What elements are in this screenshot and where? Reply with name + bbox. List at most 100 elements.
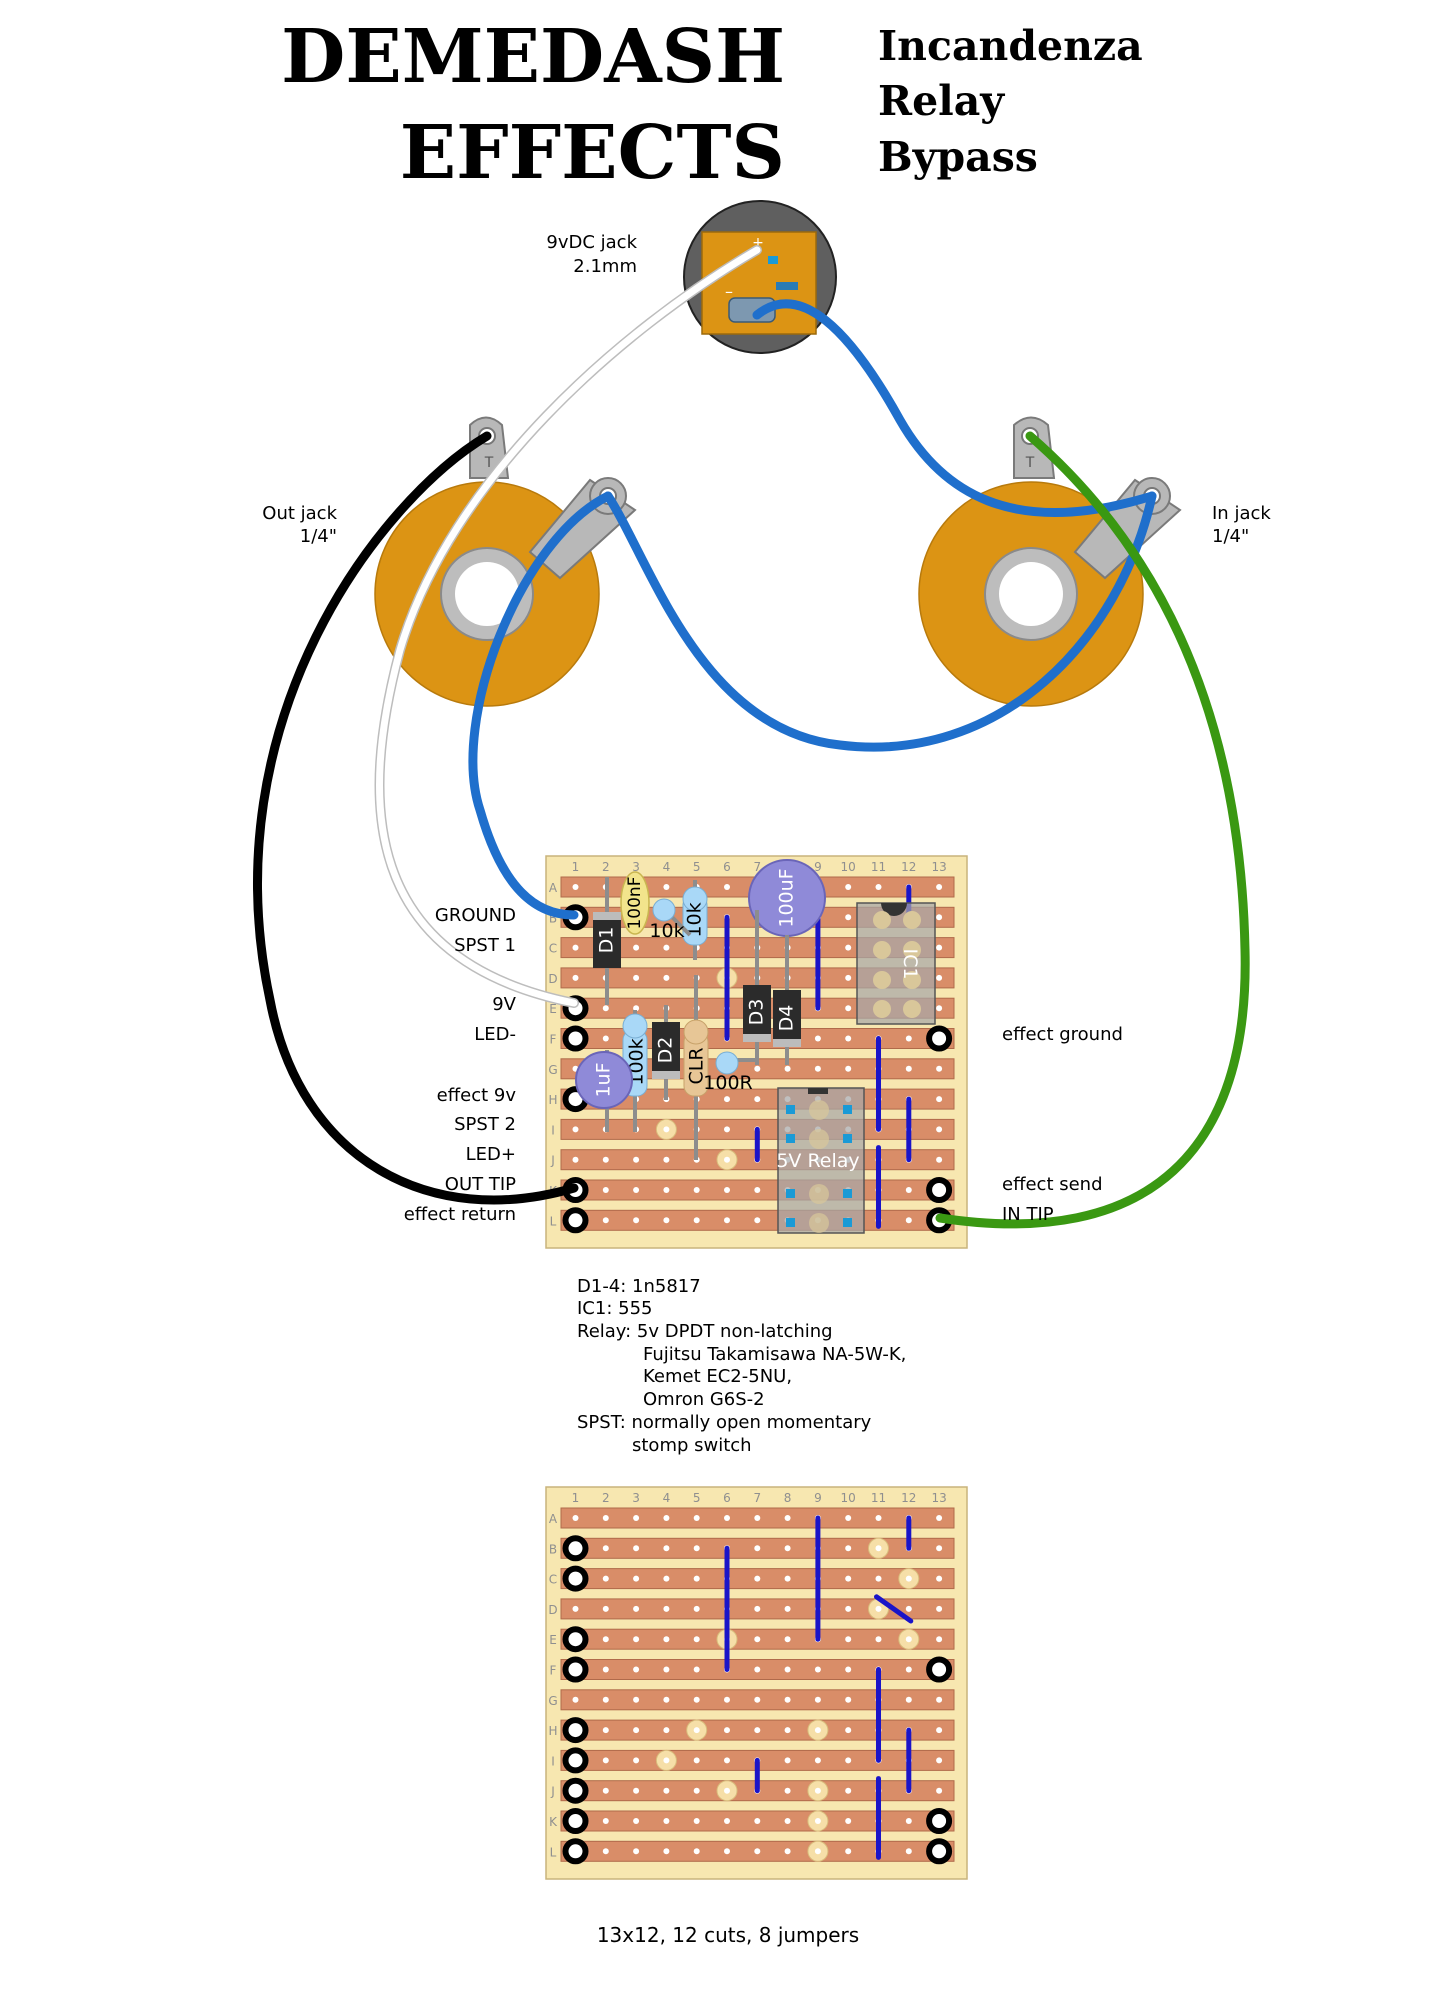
strip-hole [845,1575,852,1582]
row-letter: B [549,1542,557,1556]
row-letter: G [548,1694,557,1708]
strip-hole [814,1757,821,1764]
bill-of-materials: D1-4: 1n5817 IC1: 555 Relay: 5v DPDT non… [577,1276,906,1456]
strip-hole [845,1065,852,1072]
wire-pad [926,1025,953,1052]
strip-hole [845,1666,852,1673]
d1-label: D1 [596,927,618,954]
strip-hole [724,1818,730,1824]
r-10k-left-label: 10k [649,920,684,942]
row-letter: E [549,1002,557,1016]
row-letter: A [549,1512,558,1526]
strip-hole [784,1605,791,1612]
relay-label: 5V Relay [776,1150,859,1172]
strip-hole [633,1605,640,1612]
bom-line-6: Omron G6S-2 [643,1389,765,1410]
subtitle-line-2: Relay [878,77,1005,125]
c-1uf-label: 1uF [593,1062,615,1097]
bom-line-7: SPST: normally open momentary [577,1412,872,1433]
row-letter: L [550,1214,557,1228]
strip-hole [784,1696,791,1703]
column-number: 3 [632,860,640,874]
strip-hole [845,1515,852,1521]
wire-pad [562,1626,589,1653]
strip-hole [663,1605,670,1612]
strip-hole [724,1515,730,1521]
strip-hole [784,1545,791,1552]
strip-hole [572,1156,579,1163]
wire-pad [562,1747,589,1774]
left-connection-label: LED- [474,1024,516,1045]
column-number: 1 [572,860,580,874]
strip-hole [602,1005,609,1012]
row-letter: D [548,972,557,986]
d3-label: D3 [746,999,768,1026]
component-pad-hole [814,1818,821,1824]
strip-hole [572,1696,579,1703]
strip-hole [905,1187,912,1193]
strip-hole [663,1575,670,1582]
strip-hole [602,1636,609,1643]
project-subtitle: Incandenza Relay Bypass [878,22,1143,181]
component-pad-hole [814,1787,821,1794]
strip-hole [602,1187,609,1193]
row-letter: I [551,1123,555,1137]
strip-hole [633,974,640,981]
strip-hole [633,1217,640,1224]
row-letter: F [550,1033,557,1047]
capacitor-100uf: 100uF [748,859,826,937]
strip-hole [936,1787,943,1794]
strip-hole [784,1636,791,1643]
relay: 5V Relay [776,1087,865,1234]
strip-hole [754,1636,761,1643]
strip-hole [724,1848,730,1855]
row-letter: J [550,1785,555,1799]
resistor-100r: 100R [703,1051,757,1094]
component-pad-hole [814,1727,821,1734]
strip-hole [663,974,670,981]
strip-hole [572,1515,579,1521]
out-jack-tip-marker: T [484,455,494,471]
column-number: 4 [663,1491,671,1505]
wire-black-out-tip [253,431,579,1205]
strip-hole [875,1515,882,1521]
strip-hole [602,1217,609,1224]
strip-hole [754,1187,761,1193]
subtitle-line-3: Bypass [878,133,1038,181]
diode-d3: D3 [743,910,771,1065]
component-pad-hole [905,1575,912,1582]
left-connection-label: effect return [404,1204,516,1225]
strip-hole [845,914,852,921]
row-letter: I [551,1754,555,1768]
wire-pad [926,1177,953,1203]
row-letter: C [549,1573,557,1587]
ic1-chip: IC1 [856,902,936,1025]
left-connection-label: effect 9v [437,1085,517,1106]
column-number: 10 [841,1491,856,1505]
wires [253,245,1250,1229]
strip-hole [724,1187,730,1193]
strip-hole [693,1818,700,1824]
strip-hole [724,1696,730,1703]
row-letter: H [548,1724,557,1738]
column-number: 2 [602,1491,610,1505]
strip-hole [754,1096,761,1103]
strip-hole [905,1217,912,1224]
r-100r-label: 100R [703,1072,752,1094]
strip-hole [905,1605,912,1612]
strip-hole [602,1545,609,1552]
column-number: 6 [723,1491,731,1505]
wire-blue-ground [468,491,613,920]
column-number: 13 [931,860,946,874]
strip-hole [693,1605,700,1612]
dc-jack-label: 9vDC jack [546,232,637,253]
strip-hole [784,1666,791,1673]
wire-pad [562,1777,589,1804]
strip-hole [845,1605,852,1612]
strip-hole [905,1666,912,1673]
strip-hole [663,1545,670,1552]
row-letter: F [550,1664,557,1678]
strip-hole [845,944,852,951]
strip-hole [754,1515,761,1521]
row-letter: E [549,1633,557,1647]
